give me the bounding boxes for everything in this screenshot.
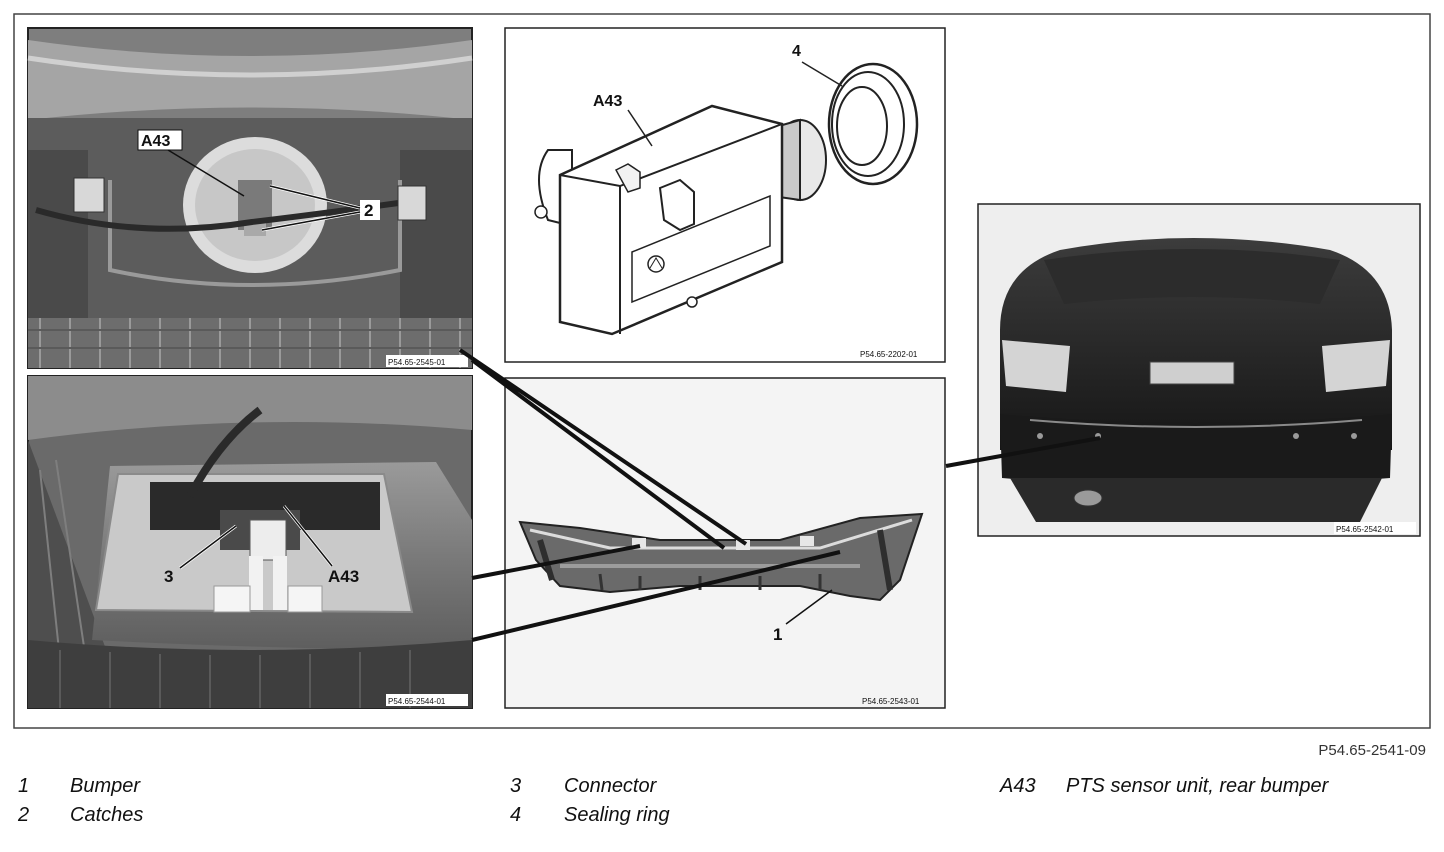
photo-code-bottom-middle: P54.65-2543-01 bbox=[862, 697, 920, 706]
callout-sealing-ring: 4 bbox=[792, 43, 801, 60]
legend-text: Catches bbox=[70, 804, 144, 826]
photo-code-top-left: P54.65-2545-01 bbox=[388, 358, 446, 367]
legend-key: 4 bbox=[510, 804, 522, 826]
legend-column-3: A43 PTS sensor unit, rear bumper bbox=[1000, 772, 1328, 801]
legend-item-catches: 2 Catches bbox=[18, 801, 143, 830]
callout-a43-bottom-left: A43 bbox=[328, 567, 359, 586]
legend-text: Sealing ring bbox=[564, 804, 670, 826]
legend-key: A43 bbox=[1000, 775, 1036, 797]
legend-key: 2 bbox=[18, 804, 30, 826]
callout-a43-sensor: A43 bbox=[593, 93, 622, 110]
diagram-figure: P54.65-2545-01 A43 2 4 A bbox=[13, 13, 1431, 729]
photo-code-top-middle: P54.65-2202-01 bbox=[860, 350, 918, 359]
legend-text: Connector bbox=[564, 775, 657, 797]
photo-top-left: P54.65-2545-01 A43 2 bbox=[27, 27, 473, 369]
legend-item-sealing-ring: 4 Sealing ring bbox=[510, 801, 670, 830]
figure-code: P54.65-2541-09 bbox=[1318, 742, 1426, 759]
callout-catches-top-left: 2 bbox=[364, 201, 373, 220]
drawing-pts-sensor: 4 A43 P54.65-2202-01 bbox=[504, 27, 946, 363]
callout-a43-top-left: A43 bbox=[141, 133, 170, 150]
photo-bottom-left: P54.65-2544-01 3 A43 bbox=[27, 375, 473, 709]
photo-code-right: P54.65-2542-01 bbox=[1336, 525, 1394, 534]
legend-column-1: 1 Bumper 2 Catches bbox=[18, 772, 143, 830]
photo-code-bottom-left: P54.65-2544-01 bbox=[388, 697, 446, 706]
photo-car-rear: P54.65-2542-01 bbox=[977, 203, 1421, 537]
leader-lines bbox=[458, 348, 1101, 642]
legend-item-pts-sensor: A43 PTS sensor unit, rear bumper bbox=[1000, 772, 1328, 801]
legend-item-bumper: 1 Bumper bbox=[18, 772, 143, 801]
legend-text: PTS sensor unit, rear bumper bbox=[1066, 775, 1329, 797]
photo-bumper: 1 P54.65-2543-01 bbox=[504, 377, 946, 709]
legend-column-2: 3 Connector 4 Sealing ring bbox=[510, 772, 670, 830]
callout-bumper: 1 bbox=[773, 625, 782, 644]
callout-connector: 3 bbox=[164, 567, 173, 586]
legend-key: 1 bbox=[18, 775, 30, 797]
legend-text: Bumper bbox=[70, 775, 141, 797]
legend-key: 3 bbox=[510, 775, 522, 797]
legend-item-connector: 3 Connector bbox=[510, 772, 670, 801]
